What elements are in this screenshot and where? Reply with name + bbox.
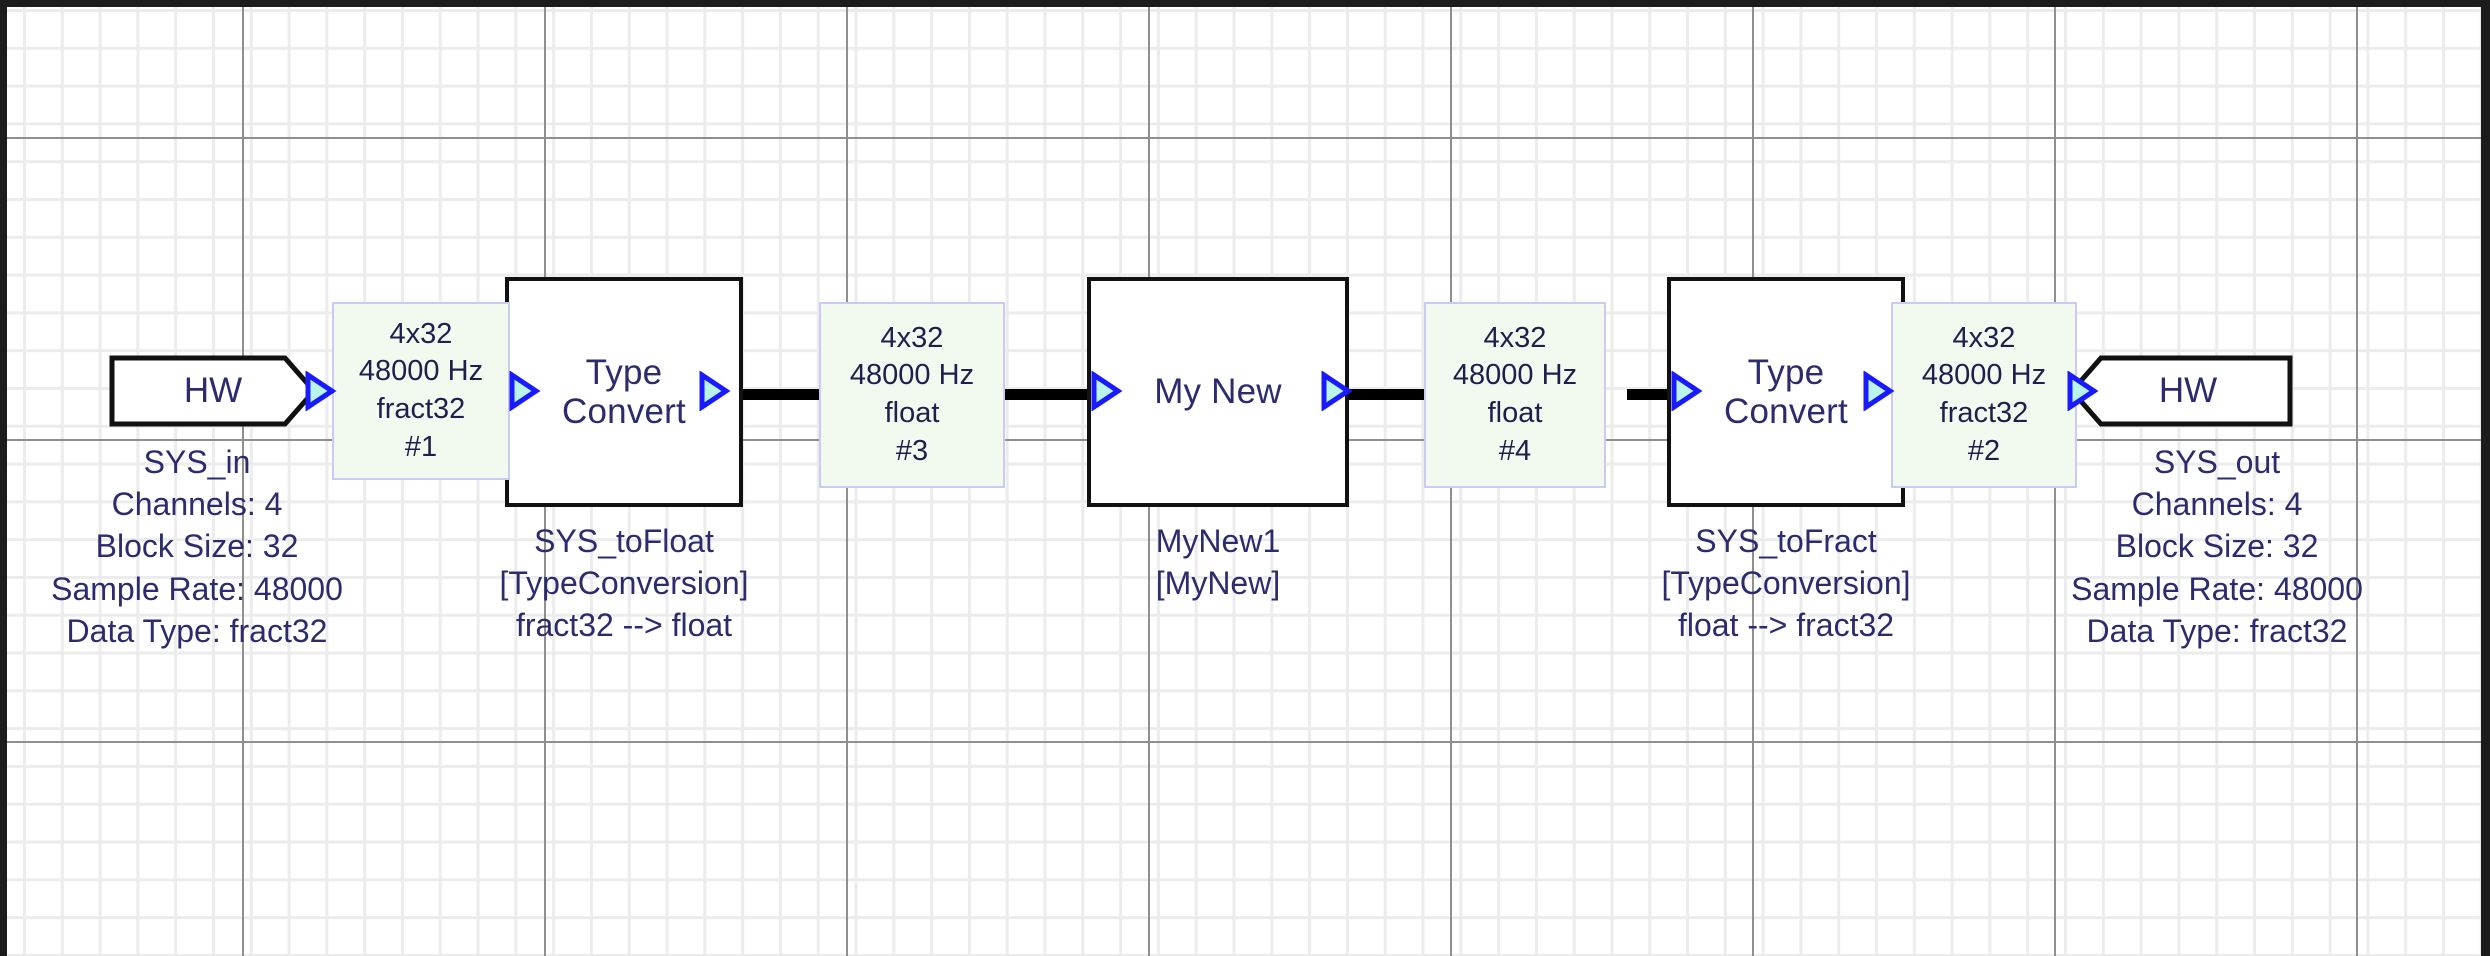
port-mynew-in[interactable]	[1089, 370, 1123, 416]
block-sys-out-title: HW	[2158, 371, 2218, 410]
port-mynew-out[interactable]	[1319, 370, 1353, 416]
signal-label-sig4-dims: 4x32	[1483, 321, 1547, 354]
signal-label-sig2[interactable]: 4x32 48000 Hz fract32 #2	[1891, 302, 2077, 488]
caption-mynew1: MyNew1 [MyNew]	[1008, 520, 1428, 604]
signal-label-sig4-index: #4	[1498, 434, 1532, 467]
signal-label-sig4-rate: 48000 Hz	[1452, 359, 1578, 392]
signal-label-sig3-type: float	[884, 397, 940, 429]
signal-label-sig1[interactable]: 4x32 48000 Hz fract32 #1	[332, 302, 510, 480]
hw-source-shape-icon	[109, 355, 317, 427]
signal-label-sig1-dims: 4x32	[389, 317, 453, 350]
port-sysin-out[interactable]	[303, 370, 337, 416]
triangle-right-icon	[1863, 370, 1895, 412]
caption-sys-tofloat-line-0: SYS_toFloat	[534, 523, 714, 559]
caption-sys-in-line-3: Sample Rate: 48000	[51, 570, 343, 607]
signal-label-sig2-index: #2	[1967, 434, 2001, 467]
block-sys-out[interactable]: HW	[2069, 355, 2293, 427]
triangle-right-icon	[1671, 370, 1703, 412]
wire-tofloat-to-sig3[interactable]	[723, 389, 819, 400]
caption-mynew1-line-0: MyNew1	[1155, 523, 1281, 559]
caption-sys-tofract-line-2: float --> fract32	[1677, 607, 1895, 644]
signal-label-sig3-dims: 4x32	[880, 321, 944, 354]
signal-label-sig1-rate: 48000 Hz	[358, 355, 484, 388]
signal-label-sig1-type: fract32	[376, 393, 466, 425]
block-sys-in-title: HW	[183, 371, 243, 410]
caption-sys-out-line-3: Sample Rate: 48000	[2071, 570, 2363, 607]
hw-sink-shape-icon	[2069, 355, 2293, 427]
block-sys-tofract-title-line-1: Convert	[1724, 392, 1848, 431]
signal-label-sig3[interactable]: 4x32 48000 Hz float #3	[819, 302, 1005, 488]
port-sysout-in[interactable]	[2065, 370, 2099, 416]
signal-label-sig4[interactable]: 4x32 48000 Hz float #4	[1424, 302, 1606, 488]
signal-label-sig4-type: float	[1487, 397, 1543, 429]
triangle-right-icon	[2067, 370, 2099, 412]
caption-sys-in-line-1: Channels: 4	[111, 486, 283, 523]
signal-label-sig2-type: fract32	[1939, 397, 2029, 429]
wire-sig3-to-mynew[interactable]	[1005, 389, 1093, 400]
wire-mynew-to-sig4[interactable]	[1347, 389, 1447, 400]
triangle-right-icon	[509, 370, 541, 412]
signal-label-sig1-index: #1	[404, 430, 438, 463]
block-mynew1-title: My New	[1154, 372, 1282, 411]
block-mynew1-title-line-0: My New	[1154, 372, 1282, 412]
triangle-right-icon	[305, 370, 337, 412]
triangle-right-icon	[1091, 370, 1123, 412]
signal-label-sig2-dims: 4x32	[1952, 321, 2016, 354]
caption-sys-tofloat: SYS_toFloat [TypeConversion] fract32 -->…	[414, 520, 834, 647]
block-sys-tofloat-title: Type Convert	[562, 353, 686, 431]
caption-sys-tofract: SYS_toFract [TypeConversion] float --> f…	[1576, 520, 1996, 647]
triangle-right-icon	[699, 370, 731, 412]
block-mynew1[interactable]: My New	[1087, 277, 1349, 507]
triangle-right-icon	[1321, 370, 1353, 412]
signal-label-sig2-rate: 48000 Hz	[1921, 359, 2047, 392]
caption-sys-in-line-4: Data Type: fract32	[66, 612, 328, 649]
caption-sys-tofract-line-1: [TypeConversion]	[1661, 565, 1911, 602]
caption-sys-tofract-line-0: SYS_toFract	[1695, 523, 1877, 559]
port-tofract-out[interactable]	[1861, 370, 1895, 416]
port-tofloat-out[interactable]	[697, 370, 731, 416]
signal-label-sig3-rate: 48000 Hz	[849, 359, 975, 392]
block-sys-tofract-title-line-0: Type	[1747, 352, 1825, 392]
block-sys-in[interactable]: HW	[109, 355, 317, 427]
caption-sys-tofloat-line-2: fract32 --> float	[515, 607, 733, 644]
block-sys-tofloat-title-line-1: Convert	[562, 392, 686, 431]
caption-mynew1-line-1: [MyNew]	[1155, 565, 1281, 602]
port-tofract-in[interactable]	[1669, 370, 1703, 416]
caption-sys-out-line-4: Data Type: fract32	[2086, 612, 2348, 649]
block-sys-tofract-title: Type Convert	[1724, 353, 1848, 431]
caption-sys-in-line-2: Block Size: 32	[95, 528, 299, 565]
port-tofloat-in[interactable]	[507, 370, 541, 416]
caption-sys-tofloat-line-1: [TypeConversion]	[499, 565, 749, 602]
block-sys-tofloat-title-line-0: Type	[585, 352, 663, 392]
caption-sys-out-line-1: Channels: 4	[2131, 486, 2303, 523]
caption-sys-out-line-2: Block Size: 32	[2115, 528, 2319, 565]
signal-label-sig3-index: #3	[895, 434, 929, 467]
